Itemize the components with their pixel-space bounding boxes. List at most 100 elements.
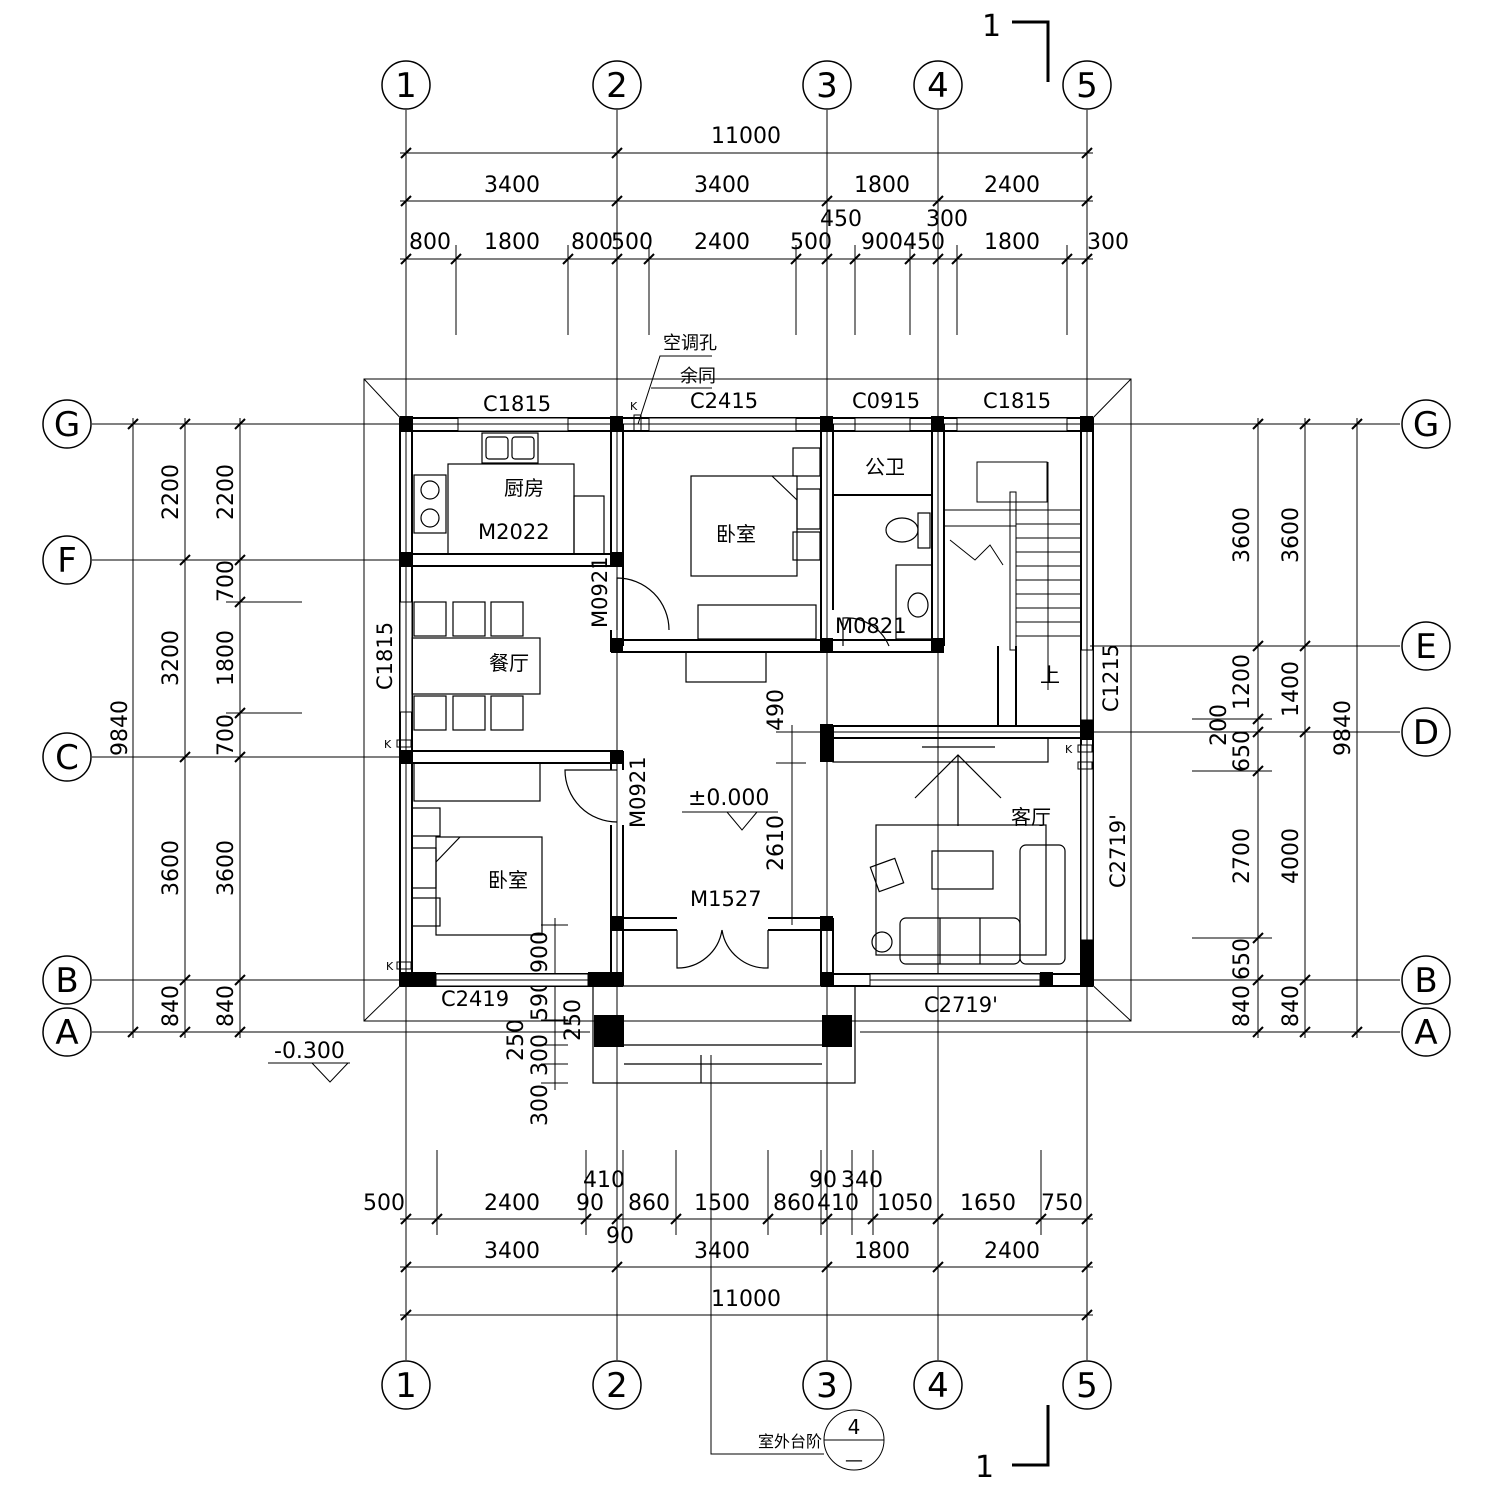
doors xyxy=(564,577,890,969)
dining-furniture xyxy=(411,601,541,731)
dim-top-detail-1: 800 xyxy=(409,230,451,255)
axis-label-e-right: E xyxy=(1415,627,1436,667)
dim-bottom-detail-7: 410 xyxy=(817,1191,859,1216)
dim-top-detail-5: 2400 xyxy=(694,230,750,255)
axis-label-b-right: B xyxy=(1414,961,1437,1001)
axis-label-f-left: F xyxy=(57,541,77,581)
axis-label-1-top: 1 xyxy=(395,66,417,106)
door-code-m0821: M0821 xyxy=(835,614,907,638)
window-center-lines xyxy=(405,423,1088,981)
detail-number: 4 xyxy=(848,1415,861,1439)
dim-top-extra-1: 450 xyxy=(820,207,862,232)
dim-right-outer-4: 840 xyxy=(1279,985,1304,1027)
axis-label-5-top: 5 xyxy=(1076,66,1098,106)
dim-right-inner-6: 650 xyxy=(1230,938,1255,980)
dim-left-outer-1: 2200 xyxy=(159,464,184,520)
axis-label-1-bottom: 1 xyxy=(395,1366,417,1406)
axis-label-g-left: G xyxy=(54,405,80,445)
dim-top-total: 11000 xyxy=(711,124,781,149)
axis-label-3-bottom: 3 xyxy=(816,1366,838,1406)
dim-bottom-extra-4: 340 xyxy=(841,1168,883,1193)
dim-left-outer-3: 3600 xyxy=(159,840,184,896)
dim-bottom-detail-4: 860 xyxy=(628,1191,670,1216)
dim-left-inner-2: 700 xyxy=(214,560,239,602)
dim-left-outer-4: 840 xyxy=(159,985,184,1027)
dim-bottom-detail-5: 1500 xyxy=(694,1191,750,1216)
dim-top-detail-3: 800 xyxy=(571,230,613,255)
axis-label-g-right: G xyxy=(1413,405,1439,445)
dimension-lines xyxy=(132,152,1358,1316)
dim-bottom-bay-2: 3400 xyxy=(694,1239,750,1264)
section-mark-label-bottom: 1 xyxy=(975,1450,994,1485)
dim-left-inner-4: 700 xyxy=(214,714,239,756)
dim-top-bay-2: 3400 xyxy=(694,173,750,198)
dim-left-inner-1: 2200 xyxy=(214,464,239,520)
room-label-bedroom-bottom: 卧室 xyxy=(488,868,528,892)
dim-left-outer-2: 3200 xyxy=(159,630,184,686)
dim-top-detail-10: 300 xyxy=(1087,230,1129,255)
roof-outline xyxy=(363,378,1132,1022)
door-code-m2022: M2022 xyxy=(478,520,550,544)
section-mark-bottom xyxy=(1012,1405,1050,1467)
window-code-c1815-left: C1815 xyxy=(373,622,397,690)
ac-same-label: 余同 xyxy=(680,366,716,387)
dim-right-inner-4: 650 xyxy=(1230,730,1255,772)
toilet-furniture xyxy=(885,512,933,640)
dim-top-bay-4: 2400 xyxy=(984,173,1040,198)
dim-middle-1: 490 xyxy=(764,689,789,731)
dim-step-3: 250 xyxy=(561,999,586,1041)
dim-right-outer-1: 3600 xyxy=(1279,507,1304,563)
dim-bottom-detail-3: 90 xyxy=(576,1191,604,1216)
window-code-c1815-top-right: C1815 xyxy=(983,389,1051,413)
detail-sheet: — xyxy=(845,1450,863,1471)
window-code-c0915: C0915 xyxy=(852,389,920,413)
dim-bottom-extra-3: 90 xyxy=(809,1168,837,1193)
callout-lines xyxy=(268,355,885,1471)
outdoor-steps-label: 室外台阶 xyxy=(758,1432,822,1451)
dim-top-detail-2: 1800 xyxy=(484,230,540,255)
bedroom-top-furniture xyxy=(685,447,821,683)
dim-bottom-extra-1: 410 xyxy=(583,1168,625,1193)
staircase xyxy=(944,461,1081,690)
dim-right-outer-3: 4000 xyxy=(1279,828,1304,884)
window-code-c2419: C2419 xyxy=(441,987,509,1011)
axis-bubbles xyxy=(42,60,1451,1410)
room-label-living: 客厅 xyxy=(1011,805,1051,829)
axis-label-a-right: A xyxy=(1414,1013,1437,1053)
dim-right-inner-1: 3600 xyxy=(1230,507,1255,563)
window-code-c1215: C1215 xyxy=(1099,644,1123,712)
entry-steps xyxy=(592,985,856,1084)
dim-step-5: 300 xyxy=(528,1034,553,1076)
axis-label-b-left: B xyxy=(55,961,78,1001)
axis-label-4-top: 4 xyxy=(927,66,949,106)
room-label-toilet: 公卫 xyxy=(865,455,905,479)
dim-top-detail-6: 500 xyxy=(790,230,832,255)
dim-top-detail-9: 1800 xyxy=(984,230,1040,255)
room-label-bedroom-top: 卧室 xyxy=(716,522,756,546)
dim-right-inner-2: 1200 xyxy=(1230,654,1255,710)
dim-top-detail-8: 450 xyxy=(903,230,945,255)
columns xyxy=(400,416,1093,1047)
axis-label-4-bottom: 4 xyxy=(927,1366,949,1406)
ac-markers xyxy=(396,739,1093,970)
dim-bottom-detail-10: 750 xyxy=(1041,1191,1083,1216)
k-mark-left-2: K xyxy=(386,960,394,973)
dim-bottom-detail-2: 2400 xyxy=(484,1191,540,1216)
dim-bottom-bay-1: 3400 xyxy=(484,1239,540,1264)
living-furniture xyxy=(832,737,1066,965)
room-label-kitchen: 厨房 xyxy=(504,476,544,500)
dim-right-inner-5: 2700 xyxy=(1230,828,1255,884)
dim-bottom-extra-2: 90 xyxy=(606,1224,634,1249)
bedroom-bottom-furniture xyxy=(411,762,543,936)
dim-top-bay-3: 1800 xyxy=(854,173,910,198)
dim-bottom-bay-4: 2400 xyxy=(984,1239,1040,1264)
indoor-level-label: ±0.000 xyxy=(688,786,769,811)
dim-right-total: 9840 xyxy=(1331,700,1356,756)
dim-right-outer-2: 1400 xyxy=(1279,661,1304,717)
dim-step-1: 900 xyxy=(528,931,553,973)
window-code-c1815-top-left: C1815 xyxy=(483,392,551,416)
axis-label-3-top: 3 xyxy=(816,66,838,106)
dim-left-total: 9840 xyxy=(108,700,133,756)
dimension-ticks xyxy=(127,147,1363,1321)
dim-top-extra-2: 300 xyxy=(926,207,968,232)
